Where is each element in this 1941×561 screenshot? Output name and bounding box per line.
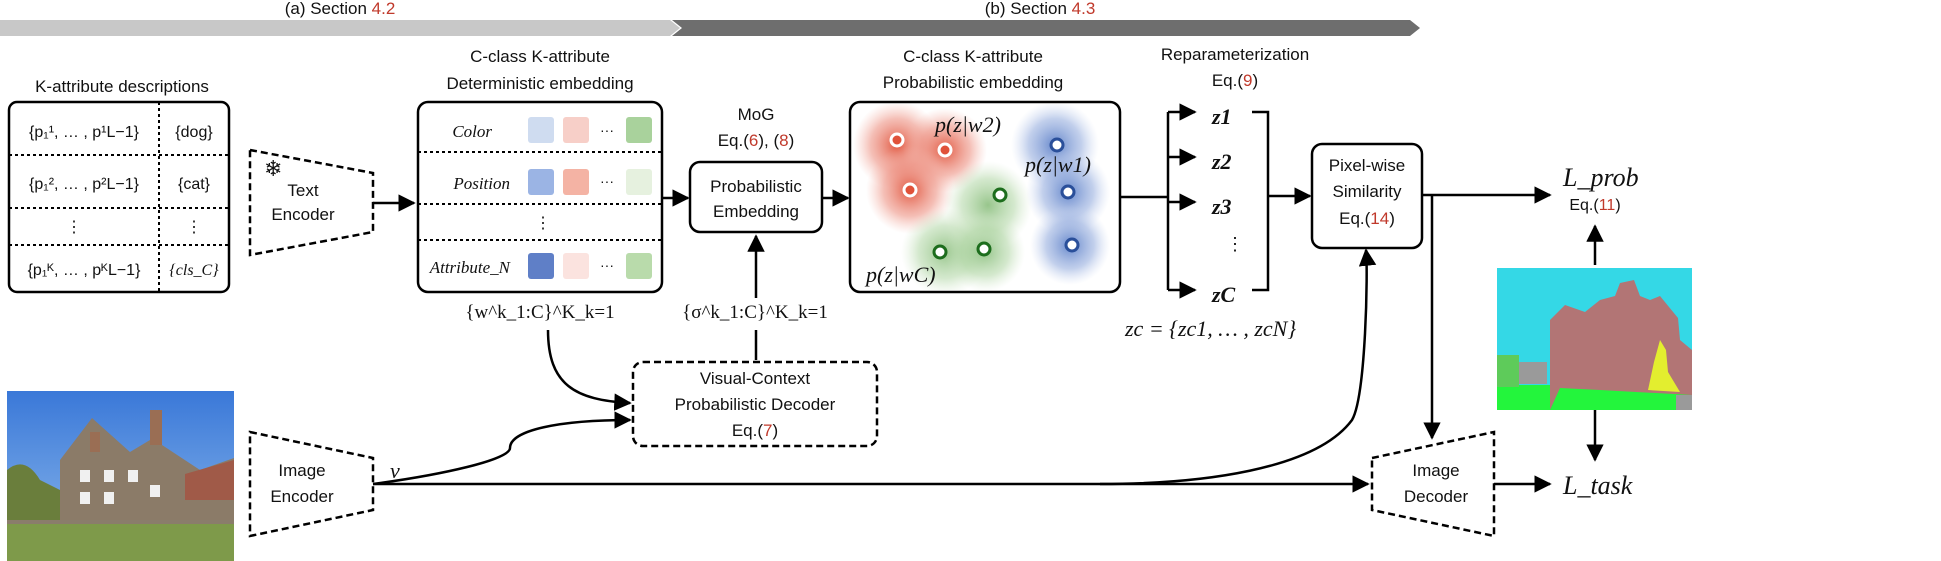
pixel-similarity-box: Pixel-wise Similarity Eq.(14) <box>1310 142 1424 250</box>
text-encoder: ❄ Text Encoder <box>248 148 375 257</box>
attr-label-n: Attribute_N <box>429 258 512 277</box>
image-decoder: Image Decoder <box>1370 430 1496 538</box>
svg-text:Pixel-wise: Pixel-wise <box>1329 156 1406 175</box>
svg-text:(a) Section 4.2: (a) Section 4.2 <box>285 0 396 18</box>
svg-text:(b) Section 4.3: (b) Section 4.3 <box>985 0 1096 18</box>
svg-text:Reparameterization: Reparameterization <box>1161 45 1309 64</box>
attribute-row-ellipsis: ⋮ <box>66 219 82 236</box>
feature-v: v <box>390 458 400 483</box>
loss-prob: L_prob Eq.(11) <box>1562 163 1639 214</box>
embedding-swatch <box>563 169 589 195</box>
svg-text:Probabilistic embedding: Probabilistic embedding <box>883 73 1064 92</box>
embedding-swatches <box>528 117 652 279</box>
attribute-row-2: {p₁², … , p²L−1} <box>29 176 140 193</box>
svg-text:Eq.(14): Eq.(14) <box>1339 209 1395 228</box>
input-image <box>7 391 234 561</box>
attribute-row-k: {p₁ᴷ, … , pᴷL−1} <box>28 262 142 279</box>
embedding-swatch <box>528 169 554 195</box>
snowflake-icon: ❄ <box>264 156 282 181</box>
attribute-row-1: {p₁¹, … , p¹L−1} <box>29 124 140 141</box>
svg-text:Eq.(11): Eq.(11) <box>1569 197 1620 214</box>
svg-text:Image: Image <box>278 461 325 480</box>
attr-label-color: Color <box>452 122 492 141</box>
class-row-c: {cls_C} <box>169 262 219 279</box>
svg-text:···: ··· <box>600 122 614 138</box>
probabilistic-embedding-panel: C-class K-attribute Probabilistic embedd… <box>848 47 1122 294</box>
svg-text:MoG: MoG <box>738 105 775 124</box>
svg-text:⋮: ⋮ <box>1226 234 1244 254</box>
class-row-1: {dog} <box>175 124 213 141</box>
svg-text:Embedding: Embedding <box>713 202 799 221</box>
svg-text:Image: Image <box>1412 461 1459 480</box>
svg-text:Decoder: Decoder <box>1404 487 1469 506</box>
svg-text:Probabilistic Decoder: Probabilistic Decoder <box>675 395 836 414</box>
svg-text:C-class K-attribute: C-class K-attribute <box>903 47 1043 66</box>
embedding-swatch <box>563 117 589 143</box>
svg-text:C-class K-attribute: C-class K-attribute <box>470 47 610 66</box>
svg-text:⋮: ⋮ <box>535 215 551 232</box>
svg-text:Eq.(9): Eq.(9) <box>1212 71 1258 90</box>
p-w1-label: p(z|w1) <box>1023 152 1091 177</box>
embedding-swatch <box>528 117 554 143</box>
svg-text:···: ··· <box>600 173 614 189</box>
deterministic-caption: {w^k_1:C}^K_k=1 <box>465 302 614 323</box>
svg-text:L_prob: L_prob <box>1562 163 1639 192</box>
loss-task: L_task <box>1562 471 1633 500</box>
zc-caption: zc = {zc1, … , zcN} <box>1124 316 1296 341</box>
svg-text:z3: z3 <box>1211 194 1232 219</box>
embedding-swatch <box>528 253 554 279</box>
probabilistic-embedding-box: Probabilistic Embedding {σ^k_1:C}^K_k=1 <box>682 160 828 323</box>
segmentation-mask <box>1497 268 1692 410</box>
svg-text:Eq.(6), (8): Eq.(6), (8) <box>718 131 795 150</box>
svg-text:z2: z2 <box>1211 149 1232 174</box>
image-encoder: Image Encoder v <box>248 430 400 538</box>
svg-text:Visual-Context: Visual-Context <box>700 369 811 388</box>
attribute-table-title: K-attribute descriptions <box>35 77 209 96</box>
svg-text:Similarity: Similarity <box>1333 182 1402 201</box>
attribute-table: K-attribute descriptions {p₁¹, … , p¹L−1… <box>7 77 231 294</box>
embedding-swatch <box>563 253 589 279</box>
svg-text:z1: z1 <box>1211 104 1232 129</box>
svg-text:Probabilistic: Probabilistic <box>710 177 802 196</box>
svg-text:Encoder: Encoder <box>271 205 335 224</box>
embedding-swatch <box>626 117 652 143</box>
svg-text:zC: zC <box>1211 282 1236 307</box>
section-banner-b: (b) Section 4.3 <box>672 0 1420 36</box>
deterministic-embedding: C-class K-attribute Deterministic embedd… <box>416 47 664 323</box>
svg-text:Text: Text <box>287 181 318 200</box>
p-w2-label: p(z|w2) <box>933 112 1001 137</box>
class-row-2: {cat} <box>178 176 211 193</box>
embedding-swatch <box>626 253 652 279</box>
class-row-ellipsis: ⋮ <box>186 219 202 236</box>
svg-text:Encoder: Encoder <box>270 487 334 506</box>
visual-context-decoder: Visual-Context Probabilistic Decoder Eq.… <box>631 360 879 448</box>
p-wc-label: p(z|wC) <box>864 262 936 287</box>
mog-label: MoG Eq.(6), (8) <box>718 105 795 150</box>
sigma-caption: {σ^k_1:C}^K_k=1 <box>682 302 828 323</box>
svg-text:Eq.(7): Eq.(7) <box>732 421 778 440</box>
section-banner-a: (a) Section 4.2 <box>0 0 680 36</box>
svg-text:···: ··· <box>600 257 614 273</box>
attr-label-position: Position <box>452 174 510 193</box>
reparameterization: Reparameterization Eq.(9) z1 z2 z3 ⋮ zC … <box>1124 45 1309 341</box>
svg-text:Deterministic embedding: Deterministic embedding <box>446 74 633 93</box>
embedding-swatch <box>626 169 652 195</box>
